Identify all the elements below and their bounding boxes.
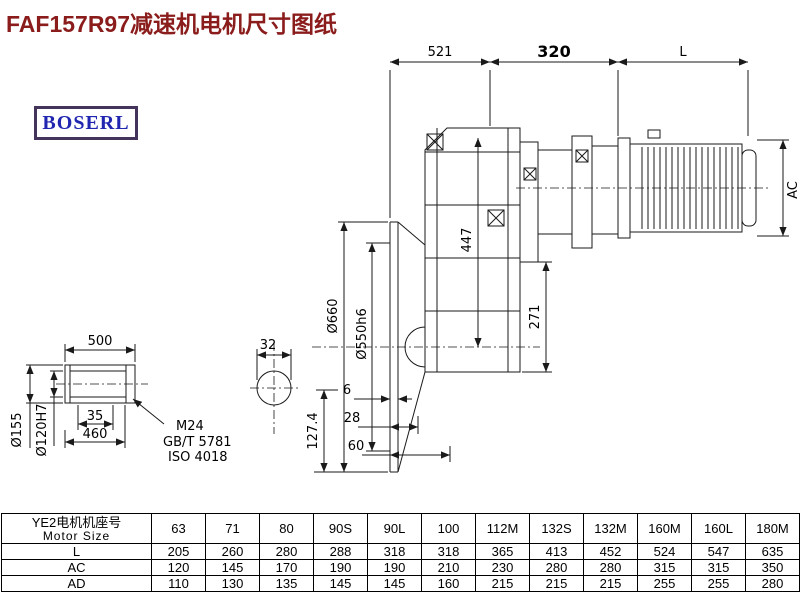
motor-size-header-cell: YE2电机机座号 Motor Size	[1, 513, 152, 544]
value-cell: 315	[637, 559, 692, 576]
dim-521-label: 521	[428, 45, 453, 60]
value-cell: 280	[583, 559, 638, 576]
value-cell: 230	[475, 559, 530, 576]
motor-fins	[641, 147, 739, 229]
motor-size-table: YE2电机机座号 Motor Size 63 71 80 90S 90L 100…	[1, 513, 800, 592]
internal-dimension-lines	[474, 138, 552, 373]
size-col-header: 71	[205, 513, 260, 544]
dim-L-label: L	[679, 45, 687, 60]
size-col-header: 160L	[691, 513, 746, 544]
dim-447-label: 447	[460, 228, 475, 253]
technical-drawing: 521 320 L AC	[10, 42, 800, 473]
right-dimension-lines	[757, 139, 789, 237]
dim-60-label: 60	[348, 439, 365, 454]
dim-271-label: 271	[528, 305, 543, 330]
value-cell: 255	[691, 575, 746, 592]
gearbox-outline	[404, 127, 521, 373]
dim-shaft-bore-label: Ø120H7	[35, 403, 50, 456]
value-cell: 315	[691, 559, 746, 576]
dim-flange-od-label: Ø660	[326, 298, 341, 333]
row-label: AC	[1, 559, 152, 576]
value-cell: 255	[637, 575, 692, 592]
size-col-header: 160M	[637, 513, 692, 544]
dim-127-4-label: 127.4	[306, 412, 321, 449]
value-cell: 365	[475, 543, 530, 560]
value-cell: 170	[259, 559, 314, 576]
size-col-header: 180M	[745, 513, 800, 544]
size-col-header: 100	[421, 513, 476, 544]
dim-28-label: 28	[344, 411, 361, 426]
value-cell: 120	[151, 559, 206, 576]
value-cell: 318	[367, 543, 422, 560]
shaft-side-view	[64, 364, 136, 404]
value-cell: 135	[259, 575, 314, 592]
header-en-label: Motor Size	[42, 528, 111, 543]
page-title: FAF157R97减速机电机尺寸图纸	[6, 11, 338, 37]
size-col-header: 112M	[475, 513, 530, 544]
standard-iso-label: ISO 4018	[168, 450, 228, 465]
value-cell: 350	[745, 559, 800, 576]
dim-AC-label: AC	[786, 181, 800, 199]
size-col-header: 132M	[583, 513, 638, 544]
value-cell: 547	[691, 543, 746, 560]
value-cell: 215	[529, 575, 584, 592]
value-cell: 280	[745, 575, 800, 592]
value-cell: 130	[205, 575, 260, 592]
value-cell: 524	[637, 543, 692, 560]
row-label: AD	[1, 575, 152, 592]
flange-dimension-lines	[314, 221, 451, 473]
shaft-dimension-lines	[26, 344, 136, 448]
table-row-AC: AC 120 145 170 190 190 210 230 280 280 3…	[1, 559, 800, 576]
value-cell: 635	[745, 543, 800, 560]
value-cell: 190	[367, 559, 422, 576]
value-cell: 260	[205, 543, 260, 560]
header-cn-label: YE2电机机座号	[31, 514, 122, 530]
centerlines	[56, 187, 768, 434]
value-cell: 190	[313, 559, 368, 576]
table-row-AD: AD 110 130 135 145 145 160 215 215 215 2…	[1, 575, 800, 592]
dim-500-label: 500	[88, 334, 113, 349]
boserl-logo: BOSERL	[34, 106, 138, 140]
value-cell: 288	[313, 543, 368, 560]
value-cell: 145	[205, 559, 260, 576]
dim-35-label: 35	[87, 409, 104, 424]
size-col-header: 132S	[529, 513, 584, 544]
dim-spigot-od-label: Ø550h6	[355, 308, 370, 360]
value-cell: 452	[583, 543, 638, 560]
value-cell: 145	[367, 575, 422, 592]
value-cell: 110	[151, 575, 206, 592]
thread-callout	[132, 398, 165, 425]
value-cell: 145	[313, 575, 368, 592]
size-col-header: 90L	[367, 513, 422, 544]
value-cell: 215	[475, 575, 530, 592]
row-label: L	[1, 543, 152, 560]
top-dimension-lines	[389, 58, 749, 218]
size-col-header: 90S	[313, 513, 368, 544]
dim-460-label: 460	[83, 427, 108, 442]
adapter-outline	[519, 135, 619, 263]
value-cell: 280	[529, 559, 584, 576]
standard-gb-label: GB/T 5781	[163, 435, 232, 450]
size-col-header: 63	[151, 513, 206, 544]
value-cell: 413	[529, 543, 584, 560]
table-row-L: L 205 260 280 288 318 318 365 413 452 52…	[1, 543, 800, 560]
value-cell: 318	[421, 543, 476, 560]
motor-outline	[617, 129, 757, 239]
dim-320-label: 320	[537, 42, 570, 61]
dim-shaft-od-label: Ø155	[10, 412, 25, 447]
value-cell: 205	[151, 543, 206, 560]
dim-6-label: 6	[343, 383, 351, 398]
value-cell: 210	[421, 559, 476, 576]
table-header-row: YE2电机机座号 Motor Size 63 71 80 90S 90L 100…	[1, 513, 800, 544]
dim-32-label: 32	[260, 338, 277, 353]
thread-label: M24	[176, 419, 204, 434]
logo-text: BOSERL	[42, 111, 130, 134]
value-cell: 215	[583, 575, 638, 592]
value-cell: 280	[259, 543, 314, 560]
size-col-header: 80	[259, 513, 314, 544]
value-cell: 160	[421, 575, 476, 592]
shaft-section-view	[256, 349, 292, 406]
